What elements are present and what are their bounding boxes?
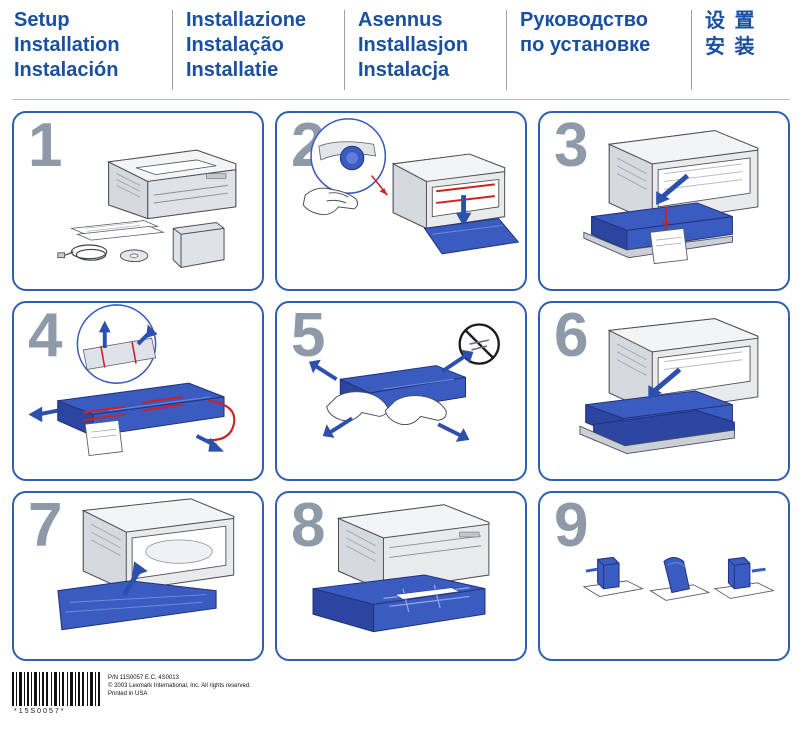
- header-title-asennus: Asennus: [358, 9, 443, 31]
- header-title-instalacja: Instalacja: [358, 59, 450, 81]
- header-column-1: Setup Installation Instalación: [14, 8, 186, 83]
- step-5-illustration: [309, 323, 500, 442]
- header-title-installasjon: Installasjon: [358, 34, 469, 56]
- step-2-illustration: [302, 118, 520, 255]
- step-number-8: 8: [291, 491, 326, 560]
- step-panel-2: 2: [275, 111, 527, 291]
- step-number-6: 6: [554, 301, 589, 370]
- step-6-illustration: [579, 318, 759, 455]
- header-title-installazione: Installazione: [186, 9, 307, 31]
- header-title-anzhuang: 安 装: [705, 36, 757, 58]
- header-title-instalacao: Instalação: [186, 34, 284, 56]
- step-panel-1: 1: [12, 111, 264, 291]
- barcode-icon: [12, 672, 100, 706]
- step-9-illustration: [582, 556, 775, 601]
- header-language-columns: Setup Installation Instalación Installaz…: [0, 0, 802, 90]
- step-number-4: 4: [28, 301, 63, 370]
- step-panel-6: 6: [538, 301, 790, 481]
- header-divider-1: [172, 10, 173, 90]
- step-number-9: 9: [554, 491, 589, 560]
- header-title-po-ustanovke: по установке: [520, 34, 651, 56]
- step-panel-9: 9: [538, 491, 790, 661]
- step-4-illustration: [28, 304, 236, 457]
- header-column-5: 设 置 安 装: [691, 8, 795, 90]
- header-column-4: Руководство по установке: [506, 8, 705, 90]
- header-title-shezhi: 设 置: [705, 10, 757, 32]
- step-number-1: 1: [28, 111, 63, 180]
- header-rule: [12, 99, 790, 100]
- header-title-instalacion: Instalación: [14, 59, 119, 81]
- header-column-2: Installazione Instalação Installatie: [172, 8, 358, 90]
- step-8-illustration: [312, 504, 490, 633]
- step-3-illustration: [583, 130, 759, 265]
- header-divider-2: [344, 10, 345, 90]
- step-7-illustration: [57, 498, 235, 631]
- legal-line-part-number: P/N 11S0057 E.C. 4S0013: [108, 675, 179, 681]
- header: Setup Installation Instalación Installaz…: [0, 0, 802, 100]
- steps-grid: 1: [12, 111, 790, 661]
- step-1-illustration: [57, 149, 237, 269]
- step-panel-7: 7: [12, 491, 264, 661]
- header-title-installatie: Installatie: [186, 59, 279, 81]
- legal-text: P/N 11S0057 E.C. 4S0013 © 2003 Lexmark I…: [108, 674, 251, 698]
- step-panel-4: 4: [12, 301, 264, 481]
- header-divider-4: [691, 10, 692, 90]
- step-number-3: 3: [554, 111, 589, 180]
- legal-line-printed: Printed in USA: [108, 691, 148, 697]
- step-panel-8: 8: [275, 491, 527, 661]
- header-divider-3: [506, 10, 507, 90]
- footer: *15S0057* P/N 11S0057 E.C. 4S0013 © 2003…: [12, 672, 512, 722]
- header-title-rukovodstvo: Руководство: [520, 9, 649, 31]
- step-number-5: 5: [291, 301, 326, 370]
- step-panel-3: 3: [538, 111, 790, 291]
- header-column-3: Asennus Installasjon Instalacja: [344, 8, 520, 90]
- step-panel-5: 5: [275, 301, 527, 481]
- step-number-7: 7: [28, 491, 63, 560]
- legal-line-copyright: © 2003 Lexmark International, Inc. All r…: [108, 683, 251, 689]
- header-title-setup: Setup: [14, 9, 70, 31]
- barcode-digits: *15S0057*: [14, 708, 66, 715]
- header-title-installation: Installation: [14, 34, 120, 56]
